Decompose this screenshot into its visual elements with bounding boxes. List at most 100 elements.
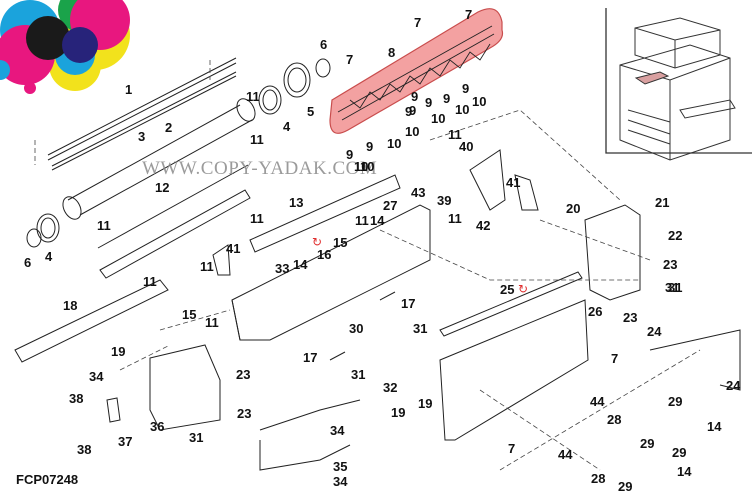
callout-10: 10	[360, 159, 375, 174]
callout-34: 34	[330, 423, 345, 438]
callout-8: 8	[388, 45, 396, 60]
callout-9: 9	[425, 95, 433, 110]
callout-14: 14	[370, 213, 385, 228]
callout-24: 24	[726, 378, 741, 393]
callout-11: 11	[246, 89, 260, 104]
callout-40: 40	[459, 139, 474, 154]
callout-6: 6	[24, 255, 32, 270]
callout-38: 38	[69, 391, 84, 406]
callout-9: 9	[462, 81, 470, 96]
callout-10: 10	[472, 94, 487, 109]
figure-code: FCP07248	[16, 472, 79, 487]
part-lines	[14, 57, 741, 471]
callout-10: 10	[387, 136, 402, 151]
callout-41: 41	[506, 175, 521, 190]
callout-34: 34	[333, 474, 348, 489]
callout-28: 28	[607, 412, 622, 427]
callout-7: 7	[414, 15, 422, 30]
callout-7: 7	[508, 441, 516, 456]
callout-29: 29	[668, 394, 683, 409]
callout-11: 11	[250, 211, 264, 226]
callout-29: 29	[640, 436, 655, 451]
cmyk-logo	[0, 0, 130, 94]
callout-14: 14	[677, 464, 692, 479]
callout-38: 38	[77, 442, 92, 457]
callout-4: 4	[283, 119, 291, 134]
callout-11: 11	[250, 132, 264, 147]
copier-overview-icon	[619, 17, 736, 161]
callout-31: 31	[351, 367, 366, 382]
refresh-icon: ↻	[518, 282, 529, 296]
callout-11: 11	[200, 259, 214, 274]
callout-21: 21	[655, 195, 670, 210]
callout-6: 6	[320, 37, 328, 52]
inset-frame	[605, 8, 752, 154]
callout-11: 11	[97, 218, 111, 233]
callout-9: 9	[346, 147, 354, 162]
callout-33: 33	[275, 261, 290, 276]
callout-31: 31	[668, 280, 683, 295]
callout-26: 26	[588, 304, 603, 319]
part-8-highlight	[329, 8, 504, 134]
callout-23: 23	[236, 367, 251, 382]
callout-4: 4	[45, 249, 53, 264]
callout-9: 9	[409, 103, 417, 118]
callout-7: 7	[346, 52, 354, 67]
callout-35: 35	[333, 459, 348, 474]
callout-17: 17	[303, 350, 318, 365]
callout-36: 36	[150, 419, 165, 434]
watermark: WWW.COPY-YADAK.COM	[142, 158, 378, 179]
callout-19: 19	[391, 405, 406, 420]
callout-19: 19	[111, 344, 126, 359]
callout-9: 9	[443, 91, 451, 106]
callout-34: 34	[89, 369, 104, 384]
callout-16: 16	[317, 247, 332, 262]
dashed-guides	[34, 60, 701, 471]
callout-10: 10	[405, 124, 420, 139]
callout-15: 15	[182, 307, 197, 322]
callout-11: 11	[355, 213, 369, 228]
callout-29: 29	[618, 479, 633, 494]
callout-23: 23	[237, 406, 252, 421]
callout-15: 15	[333, 235, 348, 250]
callout-1: 1	[125, 82, 133, 97]
callout-9: 9	[366, 139, 374, 154]
callout-44: 44	[558, 447, 573, 462]
callout-9: 9	[405, 104, 413, 119]
callout-10: 10	[354, 159, 369, 174]
callout-19: 19	[418, 396, 433, 411]
callout-11: 11	[143, 274, 157, 289]
callout-12: 12	[155, 180, 170, 195]
callout-24: 24	[647, 324, 662, 339]
callout-14: 14	[293, 257, 308, 272]
callout-11: 11	[448, 211, 462, 226]
callout-9: 9	[411, 89, 419, 104]
callout-39: 39	[437, 193, 452, 208]
callout-7: 7	[611, 351, 619, 366]
callout-5: 5	[307, 104, 315, 119]
callout-2: 2	[165, 120, 173, 135]
callout-30: 30	[349, 321, 364, 336]
callout-13: 13	[289, 195, 304, 210]
callout-37: 37	[118, 434, 133, 449]
callout-32: 32	[383, 380, 398, 395]
callout-18: 18	[63, 298, 78, 313]
callout-3: 3	[138, 129, 146, 144]
callout-11: 11	[448, 127, 462, 142]
callout-28: 28	[591, 471, 606, 486]
callout-10: 10	[431, 111, 446, 126]
callout-31: 31	[189, 430, 204, 445]
callout-44: 44	[590, 394, 605, 409]
callout-10: 10	[455, 102, 470, 117]
callout-25: 25	[500, 282, 515, 297]
callout-23: 23	[623, 310, 638, 325]
callout-17: 17	[401, 296, 416, 311]
callout-7: 7	[465, 7, 473, 22]
callout-14: 14	[707, 419, 722, 434]
callout-29: 29	[672, 445, 687, 460]
callout-11: 11	[205, 315, 219, 330]
callout-27: 27	[383, 198, 398, 213]
callout-42: 42	[476, 218, 491, 233]
callout-31: 31	[413, 321, 428, 336]
